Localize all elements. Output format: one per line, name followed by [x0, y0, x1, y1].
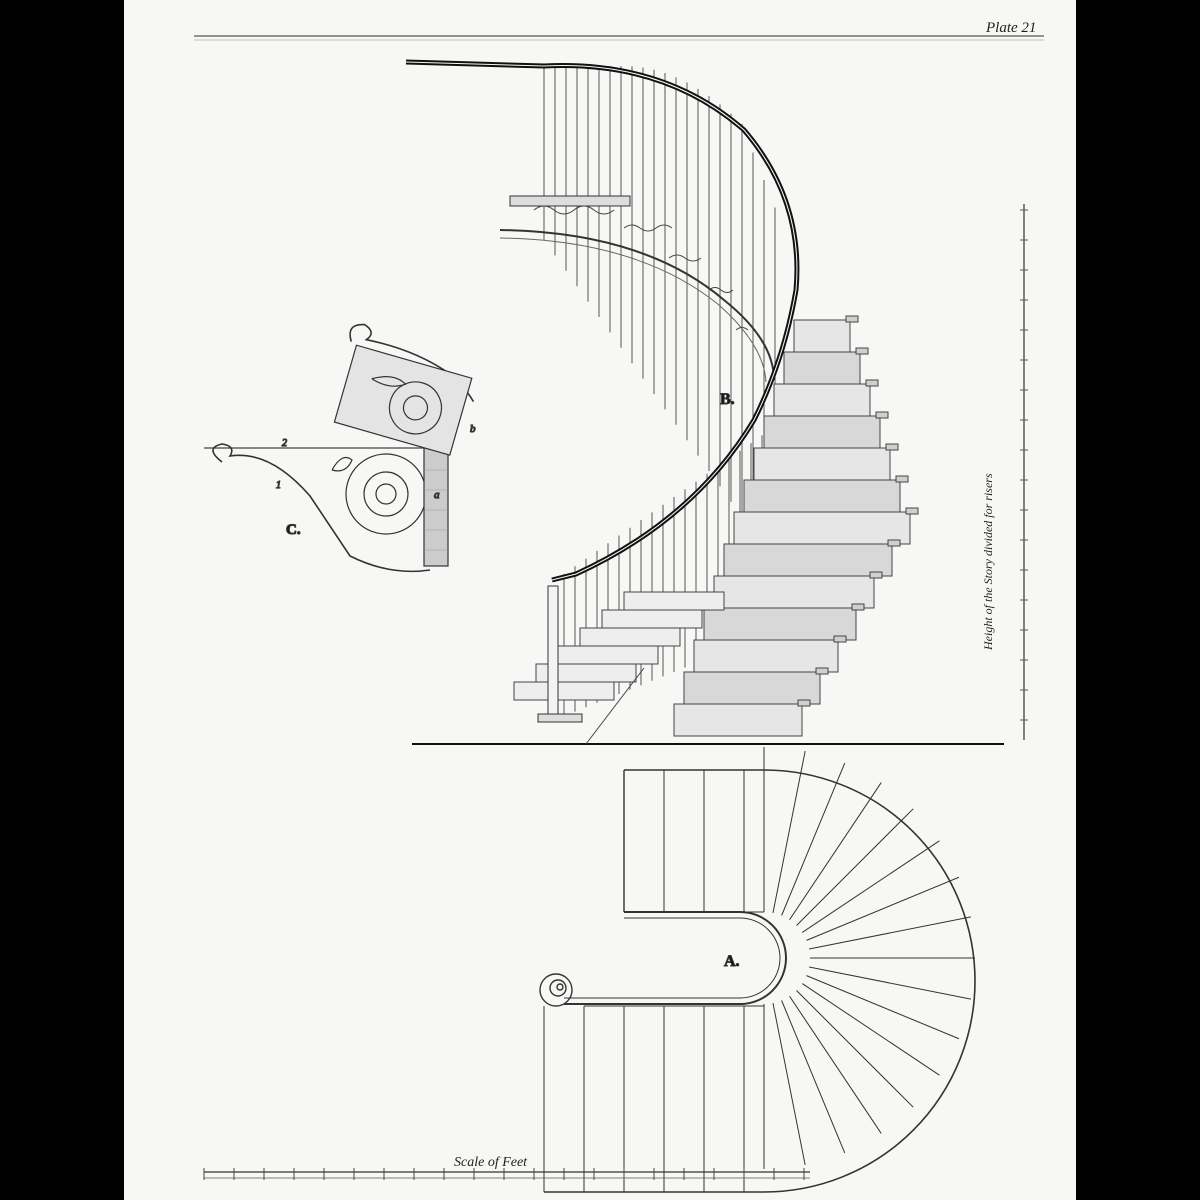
winder-line — [772, 1003, 806, 1166]
winder-line — [806, 876, 960, 941]
bracket-scroll-outer — [345, 453, 427, 535]
lower-step — [579, 627, 681, 647]
bracket-label: C. — [286, 522, 301, 538]
lower-step — [623, 591, 725, 611]
stair-step — [723, 543, 893, 577]
scale-caption: Scale of Feet — [454, 1155, 528, 1170]
winder-line — [801, 840, 940, 933]
lower-step — [557, 645, 659, 665]
bracket-letter-2: 2 — [282, 438, 287, 449]
step-nosing — [797, 699, 811, 707]
handrail — [405, 59, 800, 583]
step-nosing — [895, 475, 909, 483]
step-nosing — [865, 379, 879, 387]
elevation-label: B. — [720, 391, 735, 408]
stair-step — [773, 383, 871, 417]
bracket-leaf — [331, 457, 353, 472]
winder-line — [781, 1000, 846, 1154]
winder-line — [781, 762, 846, 916]
stair-step — [733, 511, 911, 545]
step-nosing — [815, 667, 829, 675]
winder-line — [809, 966, 972, 1000]
winder-line — [789, 995, 882, 1134]
riser-scale: Height of the Story divided for risers — [981, 204, 1028, 740]
handrail-highlight — [405, 61, 798, 581]
curved-string-lower — [499, 237, 767, 383]
bracket-outline-lower — [212, 443, 431, 573]
step-nosing — [845, 315, 859, 323]
upper-landing-step — [509, 195, 631, 207]
step-nosing — [869, 571, 883, 579]
stair-step — [693, 639, 839, 673]
lower-step — [601, 609, 703, 629]
stair-step — [763, 415, 881, 449]
bracket-scroll-inner — [375, 483, 397, 505]
outer-string — [585, 667, 645, 745]
bracket-letter-b: b — [470, 423, 476, 435]
stair-step — [683, 671, 821, 705]
winder-treads — [763, 747, 975, 1169]
stair-steps — [513, 315, 919, 737]
plan-rail — [564, 911, 787, 1005]
winder-line — [809, 916, 972, 950]
winder-line — [772, 750, 806, 913]
step-nosing — [875, 411, 889, 419]
stair-step — [703, 607, 857, 641]
riser-scale-note: Height of the Story divided for risers — [981, 473, 995, 651]
stair-step — [753, 447, 891, 481]
newel-post — [547, 585, 559, 717]
bracket-detail: C. a b 1 2 — [204, 323, 477, 573]
bracket-block-lower — [423, 447, 449, 567]
curved-string — [499, 229, 775, 381]
winder-line — [796, 990, 914, 1108]
stair-step — [743, 479, 901, 513]
plan-outer-curve — [763, 769, 976, 1193]
step-nosing — [887, 539, 901, 547]
plate-title: Plate 21 — [985, 20, 1036, 36]
winder-line — [789, 782, 882, 921]
bracket-scroll-mid — [363, 471, 409, 517]
winder-line — [801, 983, 940, 1076]
newel-base — [537, 713, 583, 723]
elevation-drawing: B. — [405, 59, 1004, 745]
stair-step — [793, 319, 851, 353]
bracket-letter-1: 1 — [276, 480, 281, 491]
plan-label: A. — [724, 953, 740, 970]
stair-step — [713, 575, 875, 609]
step-nosing — [855, 347, 869, 355]
scale-of-feet: Scale of Feet — [203, 1155, 810, 1180]
step-nosing — [851, 603, 865, 611]
string-brackets — [533, 205, 749, 331]
staircase-drawing: Plate 21 B. Height o — [194, 20, 1044, 1193]
plan-volute — [539, 973, 573, 1007]
step-nosing — [905, 507, 919, 515]
lower-step — [513, 681, 615, 701]
bracket-letter-a: a — [434, 489, 440, 501]
bracket-tilted — [333, 323, 475, 456]
step-nosing — [833, 635, 847, 643]
plate-sheet: Plate 21 B. Height o — [124, 0, 1076, 1200]
stair-step — [783, 351, 861, 385]
step-nosing — [885, 443, 899, 451]
winder-line — [796, 808, 914, 926]
plan-rail-inner — [564, 917, 781, 999]
stair-step — [673, 703, 803, 737]
winder-line — [806, 975, 960, 1040]
plan-drawing: A. — [539, 747, 976, 1193]
